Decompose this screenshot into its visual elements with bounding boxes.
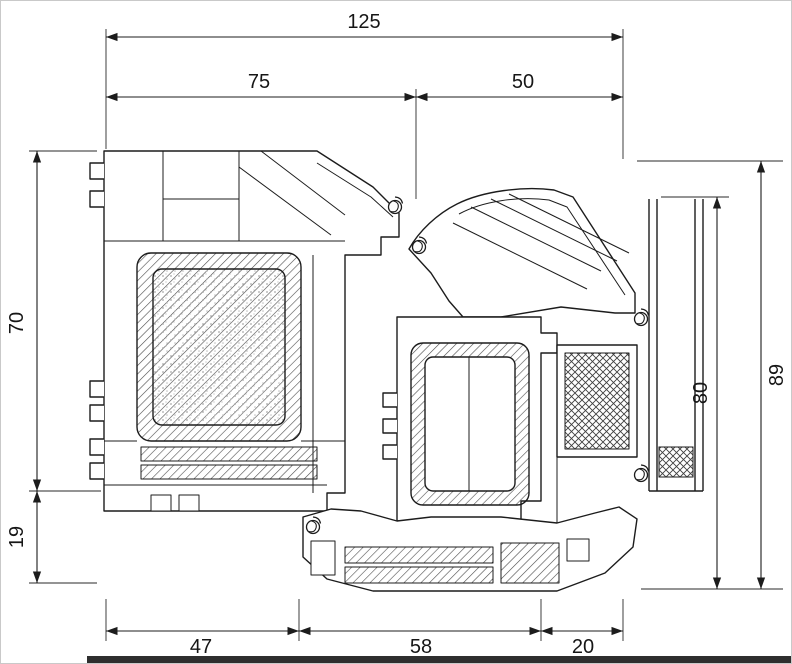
dimension-bottom-edge: 20 [541, 626, 623, 658]
gasket-icon [633, 308, 650, 327]
dimension-top-frame: 75 [106, 71, 416, 102]
dim-label-bottom-edge: 20 [572, 636, 594, 658]
bottom-base-profile [302, 506, 638, 592]
dim-label-bottom-sash: 58 [410, 636, 432, 658]
dimension-right-glass: 80 [690, 197, 722, 589]
dimension-bottom-sash: 58 [299, 626, 541, 658]
dim-label-frame-width: 75 [248, 71, 270, 93]
scan-artifact-bottom [87, 656, 791, 663]
dim-label-right-overall: 89 [766, 364, 788, 386]
glazing-spacer [658, 446, 694, 478]
dimension-top-sash: 50 [416, 71, 623, 102]
dimension-right-overall: 89 [756, 161, 788, 589]
dimension-left-frame-height: 70 [6, 151, 42, 491]
sash-body-profile [382, 316, 638, 549]
dim-label-base-height: 19 [6, 526, 28, 548]
gasket-icon [633, 464, 650, 483]
dim-label-bottom-frame: 47 [190, 636, 212, 658]
frame-reinforcement-chamber [136, 252, 302, 442]
dimension-top-total: 125 [106, 11, 623, 42]
dim-label-total-width: 125 [347, 11, 380, 33]
dimension-bottom-frame: 47 [106, 626, 299, 658]
dim-label-frame-height: 70 [6, 312, 28, 334]
dimension-left-base-height: 19 [6, 491, 42, 583]
dim-label-sash-width: 50 [512, 71, 534, 93]
dim-label-glass-height: 80 [690, 382, 712, 404]
glazing-unit [648, 199, 704, 492]
sash-top-profile [408, 188, 636, 318]
gasket-icon [387, 196, 404, 215]
